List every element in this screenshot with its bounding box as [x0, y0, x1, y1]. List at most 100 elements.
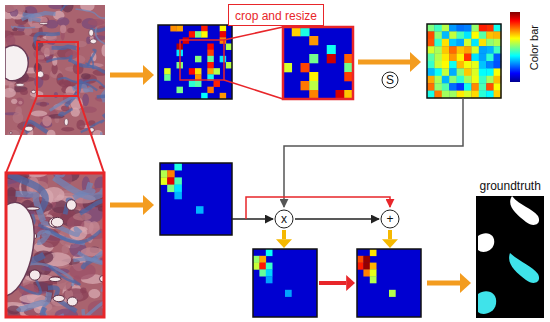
illustration-part: [160, 177, 168, 185]
flow-arrow: [110, 65, 154, 85]
illustration-part: [449, 54, 457, 62]
illustration-part: [20, 89, 28, 95]
illustration-part: [49, 277, 61, 282]
illustration-part: [177, 25, 183, 31]
illustration-part: [59, 109, 73, 116]
zoom-line: [6, 96, 37, 173]
illustration-part: [89, 29, 94, 36]
illustration-part: [196, 206, 204, 214]
illustration-part: [189, 31, 195, 37]
illustration-part: [64, 119, 68, 126]
illustration-part: [427, 24, 501, 98]
circle-outline: [382, 72, 398, 88]
illustration-part: [81, 73, 90, 79]
circle-outline: [381, 210, 399, 228]
illustration-part: [39, 23, 47, 25]
illustration-part: [471, 24, 479, 32]
illustration-part: [486, 61, 494, 69]
operator-symbol: +: [386, 213, 393, 225]
illustration-part: [266, 263, 273, 270]
illustration-part: [434, 24, 442, 32]
illustration-part: [486, 39, 494, 47]
illustration-part: [309, 81, 318, 90]
illustration-part: [427, 83, 435, 91]
illustration-part: [160, 163, 232, 235]
illustration-part: [292, 27, 301, 36]
illustration-part: [62, 245, 69, 254]
illustration-part: [82, 94, 89, 107]
illustration-part: [259, 263, 266, 270]
illustration-part: [449, 76, 457, 84]
illustration-part: [207, 44, 213, 50]
illustration-part: [478, 233, 494, 252]
illustration-part: [464, 54, 472, 62]
illustration-part: [167, 170, 175, 178]
illustration-part: [86, 57, 94, 69]
illustration-part: [160, 163, 232, 235]
illustration-part: [471, 76, 479, 84]
illustration-part: [174, 177, 182, 185]
illustration-part: [327, 45, 336, 54]
illustration-part: [464, 61, 472, 69]
illustration-part: [449, 68, 457, 76]
illustration-part: [494, 39, 502, 47]
illustration-part: [259, 269, 266, 276]
color-bar: [510, 12, 520, 82]
zoom-line: [224, 80, 283, 99]
illustration-part: [88, 289, 100, 298]
illustration-part: [471, 83, 479, 91]
illustration-part: [479, 76, 487, 84]
illustration-part: [283, 27, 353, 99]
illustration-part: [457, 68, 465, 76]
illustration-part: [195, 31, 201, 37]
illustration-part: [442, 68, 450, 76]
illustration-part: [471, 68, 479, 76]
illustration-part: [42, 116, 51, 127]
illustration-part: [9, 132, 12, 134]
illustration-part: [76, 19, 81, 24]
illustration-part: [61, 5, 70, 11]
illustration-part: [449, 83, 457, 91]
illustration-part: [457, 54, 465, 62]
operator-circle: +: [380, 209, 400, 229]
illustration-part: [494, 31, 502, 39]
illustration-part: [442, 31, 450, 39]
illustration-part: [427, 46, 435, 54]
illustration-part: [90, 39, 96, 44]
illustration-part: [92, 26, 105, 31]
illustration-part: [207, 56, 213, 62]
illustration-part: [285, 290, 292, 297]
illustration-part: [389, 290, 396, 297]
annotation-text: crop and resize: [235, 9, 317, 23]
illustration-part: [164, 74, 170, 80]
illustration-part: [80, 200, 104, 214]
illustration-part: [457, 83, 465, 91]
illustration-part: [357, 249, 421, 317]
axis-label: Color bar: [528, 24, 541, 69]
illustration-part: [442, 83, 450, 91]
illustration-part: [40, 17, 48, 24]
illustration-part: [101, 132, 105, 135]
illustration-part: [66, 200, 76, 211]
illustration-part: [464, 46, 472, 54]
illustration-part: [346, 275, 355, 291]
flow-arrow: [110, 195, 154, 215]
heatmap: [158, 25, 232, 99]
illustration-part: [97, 95, 105, 99]
illustration-part: [486, 91, 494, 99]
illustration-part: [143, 65, 154, 85]
illustration-part: [363, 269, 370, 276]
illustration-part: [160, 170, 168, 178]
illustration-part: [449, 24, 457, 32]
illustration-part: [207, 62, 213, 68]
illustration-part: [464, 31, 472, 39]
illustration-part: [479, 61, 487, 69]
illustration-part: [494, 46, 502, 54]
illustration-part: [283, 27, 353, 99]
operator-circle: x: [274, 209, 294, 229]
illustration-part: [16, 83, 24, 86]
illustration-part: [494, 61, 502, 69]
illustration-part: [479, 46, 487, 54]
illustration-part: [464, 24, 472, 32]
